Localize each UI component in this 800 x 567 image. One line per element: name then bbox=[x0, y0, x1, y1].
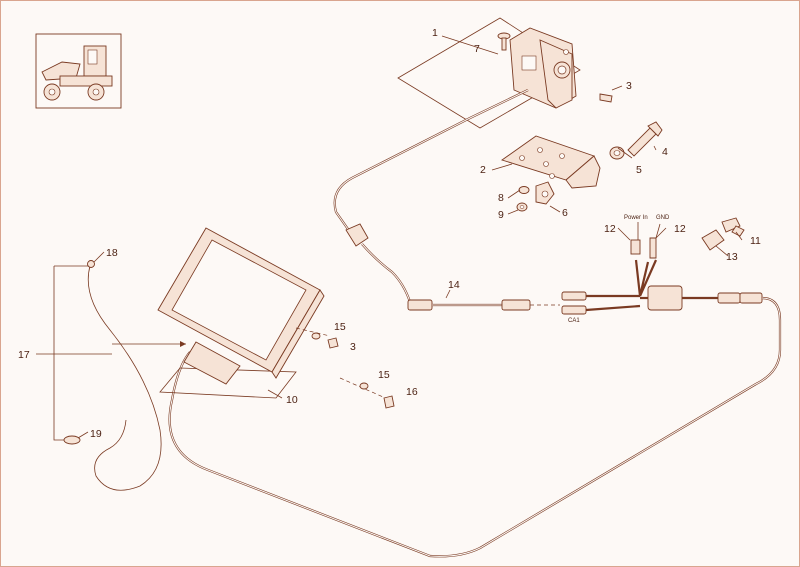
callout-17: 17 bbox=[18, 349, 30, 361]
washer-5 bbox=[609, 146, 625, 160]
connector-13 bbox=[701, 229, 725, 251]
callout-10: 10 bbox=[286, 394, 298, 406]
bolt-4 bbox=[627, 121, 663, 157]
callout-12-right: 12 bbox=[674, 223, 686, 235]
monitor-icon bbox=[157, 227, 325, 399]
callout-4: 4 bbox=[662, 146, 668, 158]
callout-2: 2 bbox=[480, 164, 486, 176]
screws-15-3 bbox=[295, 327, 339, 349]
callout-12-left: 12 bbox=[604, 223, 616, 235]
screws-15-16 bbox=[339, 377, 395, 409]
ground-strap-17 bbox=[36, 260, 186, 491]
nut-9 bbox=[516, 202, 528, 212]
callout-15-upper: 15 bbox=[334, 321, 346, 333]
callout-13: 13 bbox=[726, 251, 738, 263]
gnd-label: GND bbox=[656, 215, 670, 221]
nut-6 bbox=[535, 181, 555, 205]
callout-11: 11 bbox=[750, 235, 761, 247]
extension-cable-14 bbox=[407, 299, 560, 311]
washer-8 bbox=[518, 186, 530, 194]
bracket-2 bbox=[500, 135, 601, 189]
callout-8: 8 bbox=[498, 192, 504, 204]
screw-7 bbox=[497, 32, 511, 51]
callout-18: 18 bbox=[106, 247, 118, 259]
callout-5: 5 bbox=[636, 164, 642, 176]
callout-16: 16 bbox=[406, 386, 418, 398]
callout-1: 1 bbox=[432, 27, 438, 39]
callout-6: 6 bbox=[562, 207, 568, 219]
callout-15-lower: 15 bbox=[378, 369, 390, 381]
camera-assembly bbox=[397, 17, 581, 129]
ca1-label: CA1 bbox=[568, 318, 580, 324]
callout-9: 9 bbox=[498, 209, 504, 221]
power-in-label: Power In bbox=[624, 215, 648, 221]
connector-11 bbox=[721, 217, 745, 237]
power-harness bbox=[561, 222, 763, 315]
screw-3-upper bbox=[599, 93, 613, 103]
callout-14: 14 bbox=[448, 279, 460, 291]
callout-3-upper: 3 bbox=[626, 80, 632, 92]
callout-3-lower: 3 bbox=[350, 341, 356, 353]
dumper-vehicle-icon bbox=[35, 33, 122, 109]
callout-7: 7 bbox=[474, 43, 480, 55]
callout-19: 19 bbox=[90, 428, 102, 440]
